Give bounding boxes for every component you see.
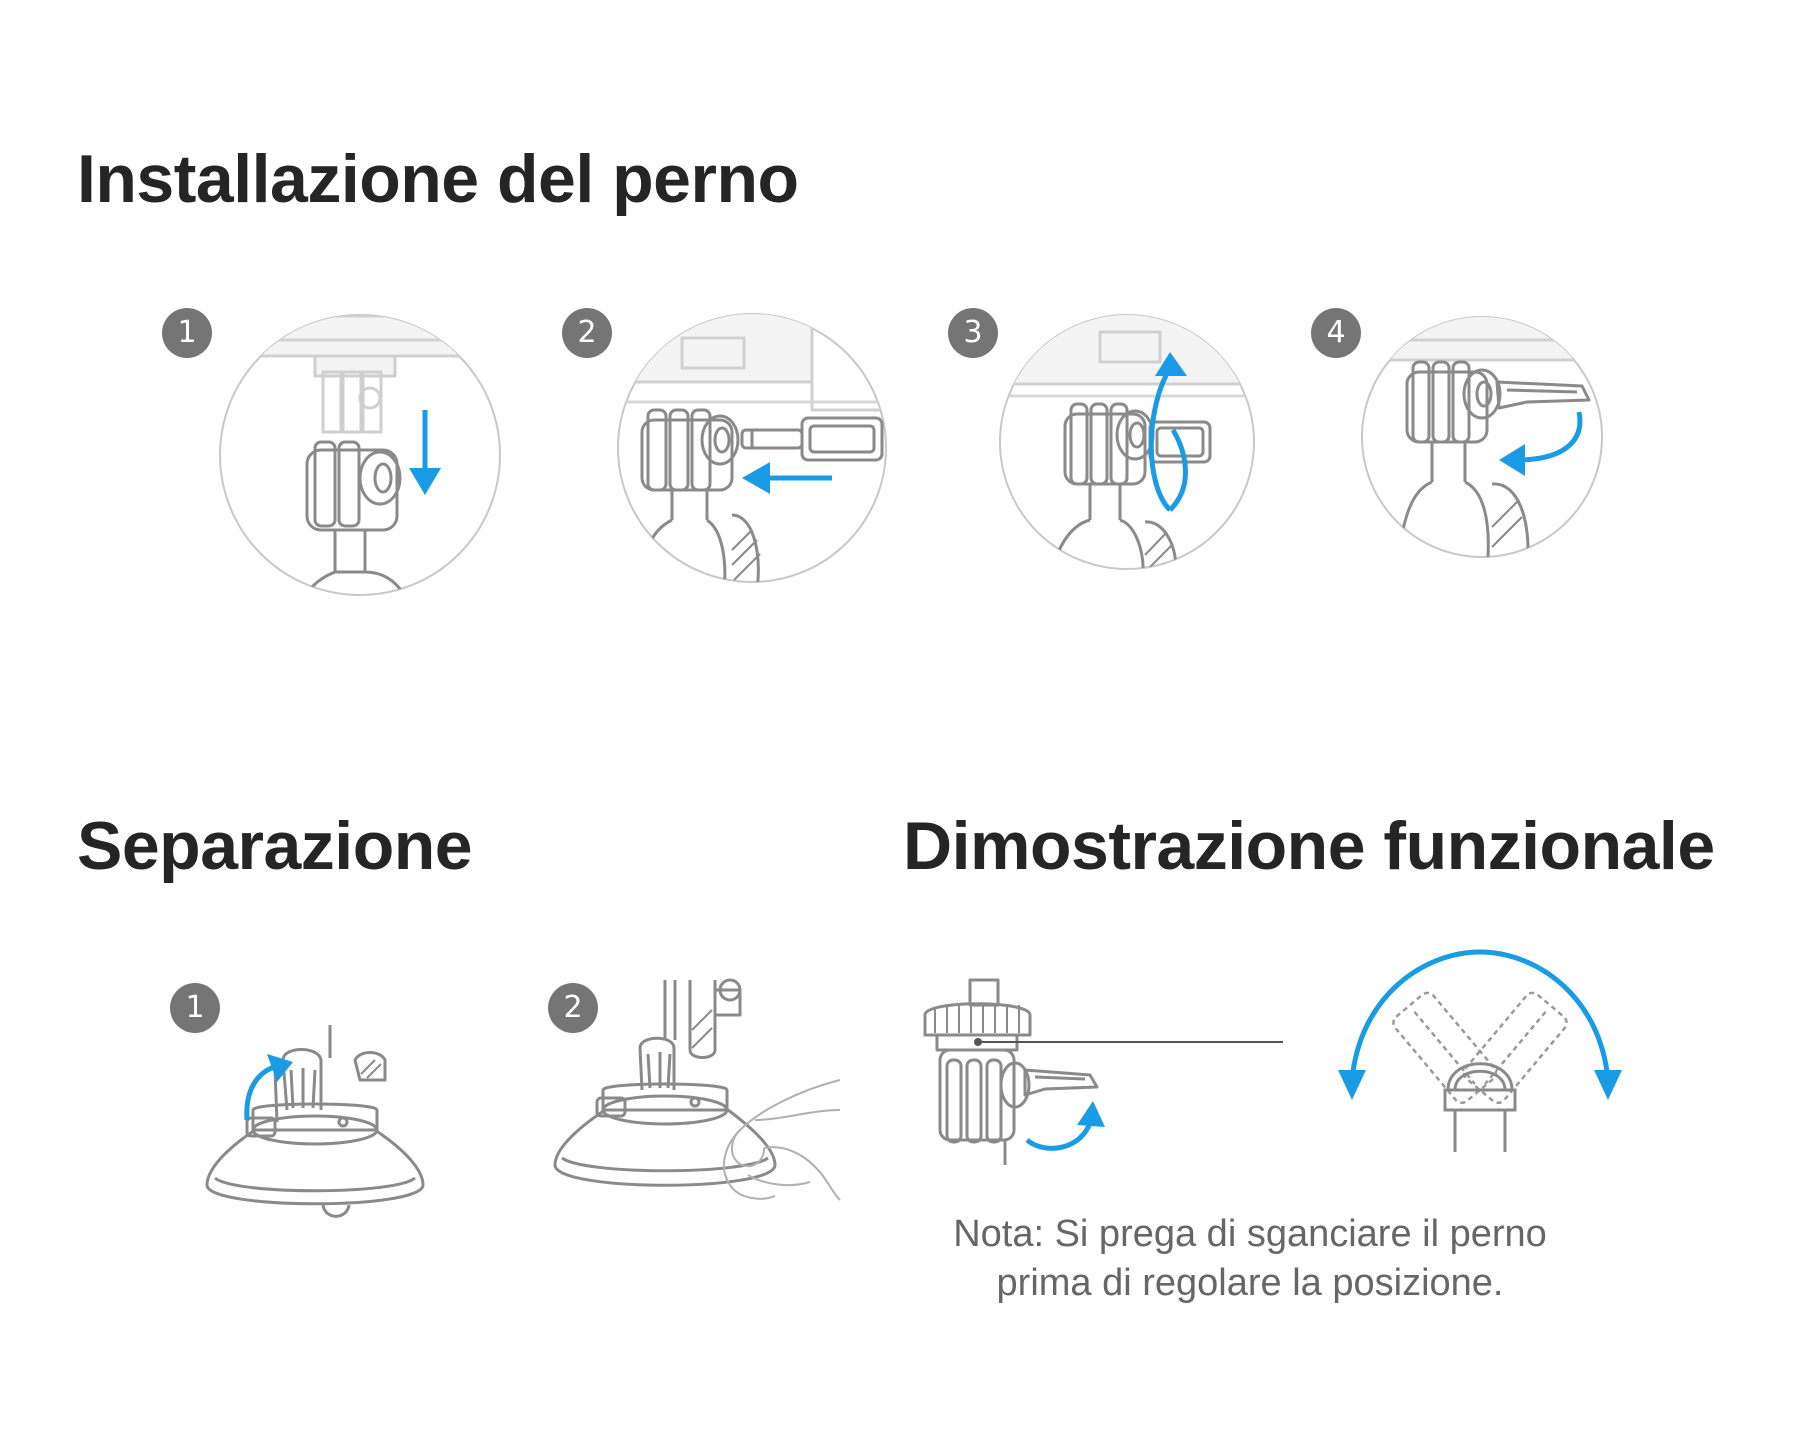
rotate-screw-icon [999, 314, 1255, 570]
separation-title: Separazione [77, 808, 473, 884]
step-badge-install-2: 2 [562, 308, 612, 358]
insert-screw-icon [617, 313, 887, 583]
demo-note: Nota: Si prega di sganciare il perno pri… [890, 1210, 1610, 1308]
angle-adjust-icon [1338, 949, 1622, 1152]
step-badge-sep-2: 2 [548, 983, 598, 1033]
step-badge-sep-1: 1 [170, 983, 220, 1033]
release-suction-icon [553, 978, 841, 1201]
demo-title: Dimostrazione funzionale [903, 808, 1715, 884]
lock-lever-icon [1361, 316, 1603, 558]
step-badge-install-4: 4 [1311, 308, 1361, 358]
step-badge-install-3: 3 [948, 308, 998, 358]
pivot-lever-icon [923, 978, 1283, 1165]
lift-tab-icon [205, 1025, 425, 1218]
demo-note-line-1: Nota: Si prega di sganciare il perno [953, 1213, 1547, 1255]
step-badge-install-1: 1 [162, 308, 212, 358]
mount-down-arrow-icon [219, 314, 501, 596]
installation-title: Installazione del perno [77, 141, 799, 217]
demo-note-line-2: prima di regolare la posizione. [996, 1262, 1504, 1304]
